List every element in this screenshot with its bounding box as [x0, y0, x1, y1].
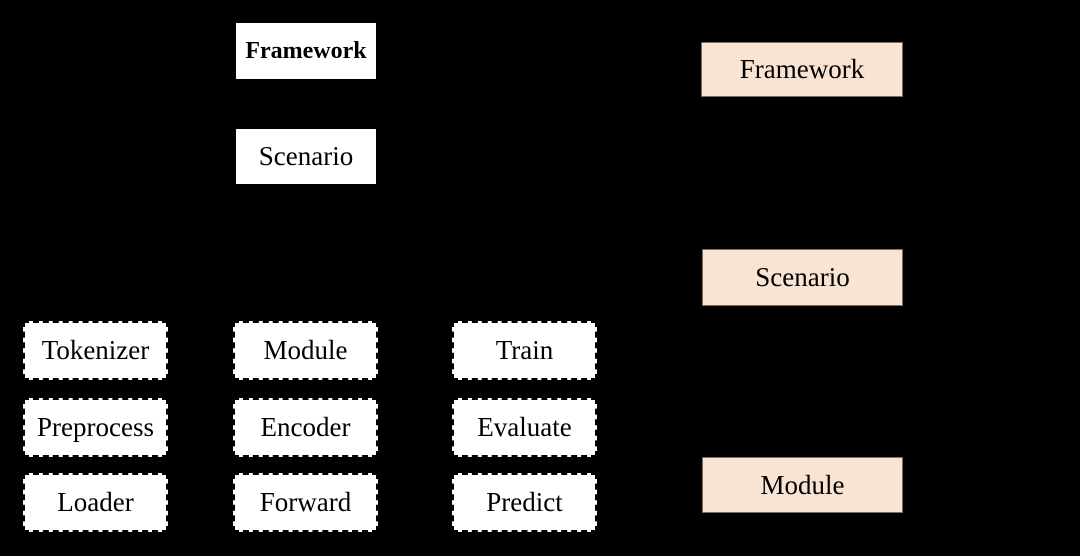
module-highlight-node: Module [702, 457, 903, 513]
predict-node: Predict [452, 473, 597, 532]
train-node: Train [452, 321, 597, 380]
scenario-node: Scenario [235, 128, 377, 185]
encoder-node: Encoder [233, 398, 378, 457]
evaluate-node: Evaluate [452, 398, 597, 457]
framework-node: Framework [235, 22, 377, 80]
scenario-highlight-node: Scenario [702, 249, 903, 306]
loader-node: Loader [23, 473, 168, 532]
preprocess-node: Preprocess [23, 398, 168, 457]
forward-node: Forward [233, 473, 378, 532]
module-node: Module [233, 321, 378, 380]
tokenizer-node: Tokenizer [23, 321, 168, 380]
framework-highlight-node: Framework [701, 42, 903, 97]
